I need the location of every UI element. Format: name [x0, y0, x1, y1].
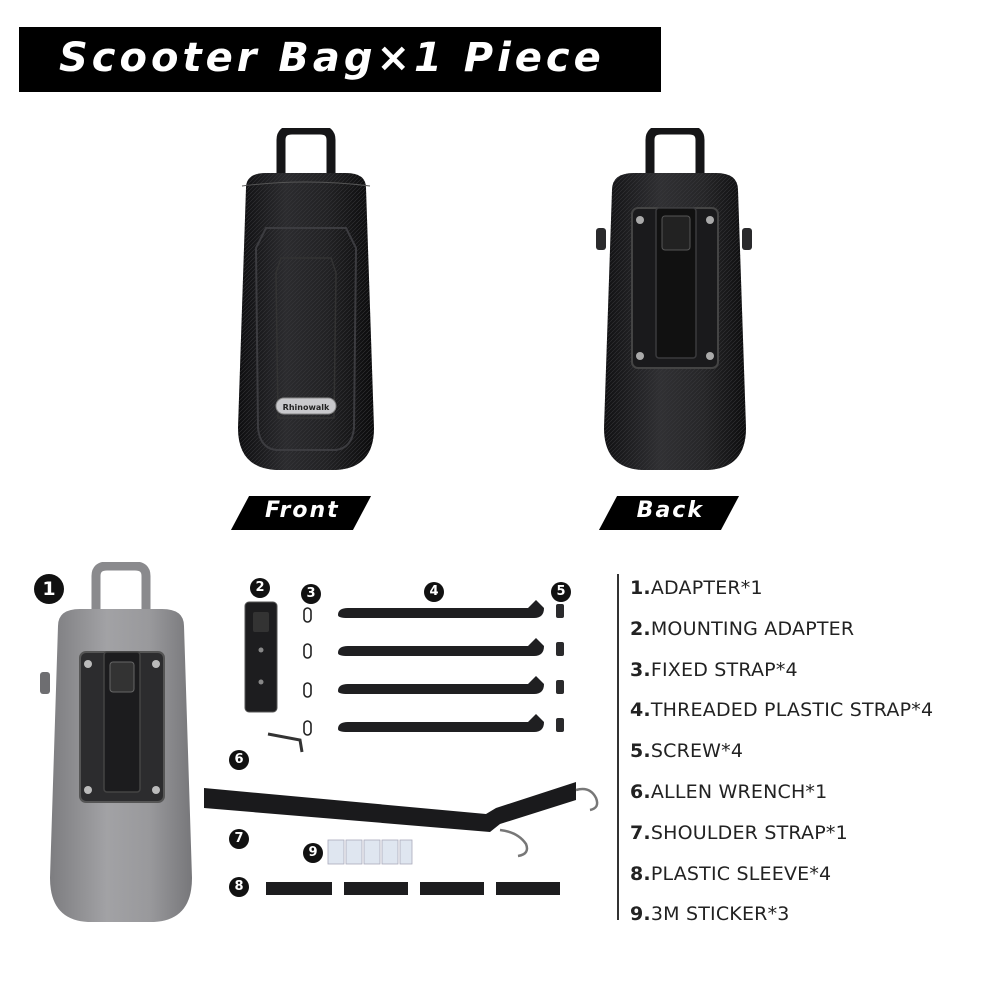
badge-8: 8 [229, 877, 249, 897]
list-divider [617, 574, 619, 920]
threaded-strap-items [338, 600, 544, 732]
list-item: 1.ADAPTER*1 [630, 577, 763, 599]
list-item: 9.3M STICKER*3 [630, 903, 790, 926]
title-banner: Scooter Bag×1 Piece [19, 27, 661, 92]
front-view-label: Front [230, 496, 372, 530]
back-view-label-text: Back [636, 498, 704, 523]
mounting-adapter-item [244, 601, 278, 713]
screw-items [556, 604, 564, 732]
sticker-items [327, 839, 413, 865]
allen-wrench-item [267, 732, 304, 753]
badge-1: 1 [34, 574, 64, 604]
brand-badge: Rhinowalk [283, 403, 330, 412]
accessories-image [204, 600, 599, 895]
badge-6: 6 [229, 750, 249, 770]
list-item: 5.SCREW*4 [630, 740, 744, 763]
list-item: 6.ALLEN WRENCH*1 [630, 780, 828, 803]
list-item: 7.SHOULDER STRAP*1 [630, 821, 848, 844]
list-item: 4.THREADED PLASTIC STRAP*4 [630, 699, 934, 722]
page-title: Scooter Bag×1 Piece [59, 35, 605, 81]
list-item: 8.PLASTIC SLEEVE*4 [630, 862, 832, 885]
list-item: 2.MOUNTING ADAPTER [630, 617, 855, 640]
badge-9: 9 [303, 843, 323, 863]
list-item: 3.FIXED STRAP*4 [630, 658, 798, 681]
badge-5: 5 [551, 582, 571, 602]
badge-4: 4 [424, 582, 444, 602]
parts-list: 1.ADAPTER*1 2.MOUNTING ADAPTER 3.FIXED S… [630, 568, 933, 935]
plastic-sleeve-items [266, 882, 560, 895]
fixed-strap-items [303, 607, 312, 736]
back-bag-image [596, 128, 752, 470]
badge-3: 3 [301, 584, 321, 604]
front-view-label-text: Front [264, 498, 340, 523]
back-view-label: Back [598, 496, 740, 530]
front-bag-image: Rhinowalk [238, 128, 374, 470]
badge-2: 2 [250, 578, 270, 598]
badge-7: 7 [229, 829, 249, 849]
adapter-bag-image [40, 562, 192, 922]
shoulder-strap-item [204, 782, 599, 858]
